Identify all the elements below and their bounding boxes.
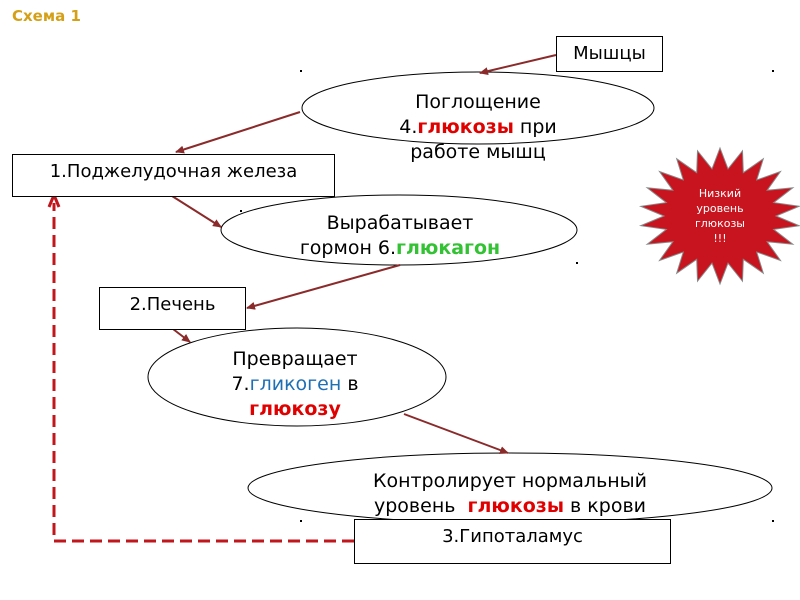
star-line2: уровень (696, 202, 744, 215)
star-line3: глюкозы (695, 217, 745, 230)
uptake-line2: 4.глюкозы при (358, 115, 598, 140)
muscles-box: Мышцы (556, 36, 663, 72)
uptake-text: Поглощение 4.глюкозы при работе мышц (358, 90, 598, 165)
arrow-uptake-pancreas (175, 111, 301, 154)
converts-text: Превращает 7.гликоген в глюкозу (180, 347, 410, 422)
uptake-keyword: глюкозы (417, 116, 514, 138)
converts-line1: Превращает (232, 348, 358, 370)
arrow-converts-controls (403, 413, 509, 454)
controls-line1: Контролирует нормальный (372, 470, 648, 492)
converts-line2: 7.гликоген в (180, 372, 410, 397)
uptake-prefix: 4. (399, 116, 418, 138)
produces-line2: гормон 6.глюкагон (260, 236, 540, 261)
converts-suffix: в (341, 373, 359, 395)
controls-line2: уровень глюкозы в крови (320, 494, 700, 519)
produces-prefix: гормон 6. (299, 237, 397, 259)
produces-text: Вырабатывает гормон 6.глюкагон (260, 211, 540, 261)
controls-suffix: в крови (564, 495, 646, 517)
produces-line1: Вырабатывает (326, 212, 474, 234)
corner-mark (772, 70, 774, 72)
arrow-pancreas-produces (171, 195, 222, 228)
feedback-dashed-line (52, 203, 354, 543)
low-glucose-starburst (638, 146, 800, 286)
controls-prefix: уровень (374, 495, 468, 517)
arrow-produces-liver (246, 264, 401, 310)
corner-mark (240, 210, 242, 212)
controls-text: Контролирует нормальный уровень глюкозы … (320, 469, 700, 519)
uptake-suffix: при (513, 116, 557, 138)
converts-keyword: гликоген (249, 373, 342, 395)
hypothalamus-label: 3.Гипоталамус (442, 526, 583, 547)
pancreas-box: 1.Поджелудочная железа (12, 154, 335, 197)
converts-ellipse (147, 327, 447, 427)
pancreas-label: 1.Поджелудочная железа (49, 161, 298, 182)
liver-label: 2.Печень (129, 294, 216, 315)
converts-prefix: 7. (231, 373, 250, 395)
arrow-liver-converts (172, 328, 191, 343)
uptake-ellipse (301, 71, 655, 145)
uptake-line1: Поглощение (415, 91, 541, 113)
muscles-label: Мышцы (573, 43, 646, 64)
diagram-title: Схема 1 (12, 7, 81, 25)
corner-mark (300, 520, 302, 522)
star-line4: !!! (713, 232, 727, 245)
corner-mark (576, 262, 578, 264)
uptake-line3: работе мышц (410, 141, 546, 163)
controls-keyword: глюкозы (467, 495, 564, 517)
star-line1: Низкий (698, 187, 742, 200)
hypothalamus-box: 3.Гипоталамус (354, 519, 671, 564)
liver-box: 2.Печень (99, 287, 246, 330)
arrow-muscles-uptake (479, 54, 557, 76)
starburst-text: Низкий уровень глюкозы !!! (672, 186, 768, 246)
produces-keyword: глюкагон (396, 237, 501, 259)
corner-mark (772, 520, 774, 522)
corner-mark (300, 70, 302, 72)
converts-keyword2: глюкозу (249, 398, 341, 420)
